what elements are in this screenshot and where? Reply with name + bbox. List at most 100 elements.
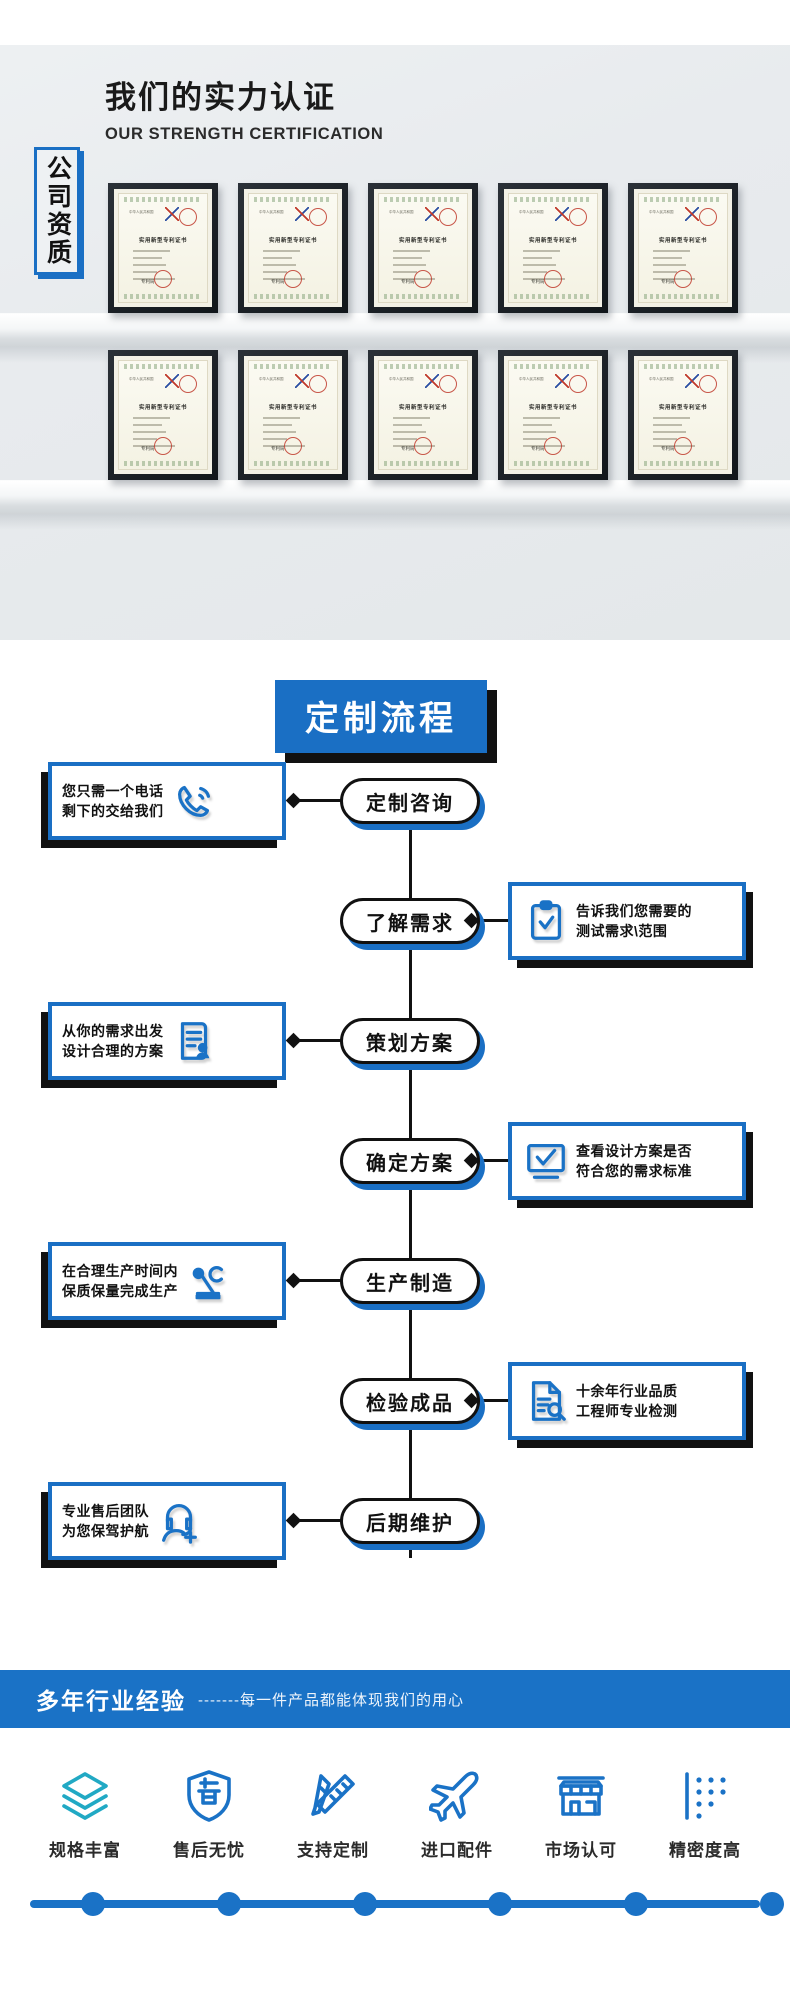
certificate-heading: 中华人民共和国 (389, 210, 414, 214)
flow-callout-4: 查看设计方案是否 符合您的需求标准 (508, 1122, 746, 1200)
certificate-seal-icon (284, 270, 302, 288)
feature-label: 进口配件 (421, 1841, 493, 1860)
certificate-stamp-icon (699, 375, 717, 393)
certificate-stamp-icon (179, 375, 197, 393)
flow-node-3[interactable]: 策划方案 (340, 1018, 480, 1064)
flow-node-label: 了解需求 (366, 912, 454, 935)
flow-section: 定制流程 定制咨询 您只需一个电话 剩下的交给我们 了解需求 告诉我们您需要的 测… (0, 640, 790, 1670)
certificate-heading: 中华人民共和国 (129, 210, 154, 214)
page-title: 我们的实力认证 (105, 80, 336, 115)
certificate-mat: 中华人民共和国 实用新型专利证书 专利局 (374, 189, 472, 307)
certificate-border-top (124, 197, 202, 202)
certificate-frame: 中华人民共和国 实用新型专利证书 专利局 (628, 183, 738, 313)
flow-node-2[interactable]: 了解需求 (340, 898, 480, 944)
monitor-check-icon (522, 1137, 570, 1185)
flow-callout-5: 在合理生产时间内 保质保量完成生产 (48, 1242, 286, 1320)
certificate-document: 中华人民共和国 实用新型专利证书 专利局 (248, 360, 338, 470)
certificate-document: 中华人民共和国 实用新型专利证书 专利局 (508, 360, 598, 470)
certificate-border-bottom (644, 461, 722, 466)
certificate-heading: 中华人民共和国 (649, 377, 674, 381)
rail-dot-4 (488, 1892, 513, 1916)
certificate-mat: 中华人民共和国 实用新型专利证书 专利局 (504, 189, 602, 307)
certification-heading: 我们的实力认证 OUR STRENGTH CERTIFICATION (105, 72, 383, 144)
certificate-border-bottom (514, 461, 592, 466)
patent-logo-icon (165, 374, 179, 388)
certificate-stamp-icon (569, 208, 587, 226)
certificate-name: 实用新型专利证书 (268, 238, 317, 244)
flow-connector-4 (478, 1159, 510, 1162)
flow-node-1[interactable]: 定制咨询 (340, 778, 480, 824)
flow-connector-diamond-3 (285, 1032, 302, 1049)
patent-logo-icon (555, 207, 569, 221)
shelf-shadow-bottom (0, 514, 790, 530)
feature-item-3[interactable]: 支持定制 (274, 1762, 392, 1861)
certificate-signature: 专利局 (141, 279, 155, 284)
flow-node-label: 生产制造 (366, 1272, 454, 1295)
feature-item-4[interactable]: 进口配件 (398, 1762, 516, 1861)
flow-title: 定制流程 (275, 680, 487, 753)
certificate-document: 中华人民共和国 实用新型专利证书 专利局 (248, 193, 338, 303)
feature-item-5[interactable]: 市场认可 (522, 1762, 640, 1861)
certificate-border-bottom (254, 294, 332, 299)
certificate-mat: 中华人民共和国 实用新型专利证书 专利局 (374, 356, 472, 474)
certificate-row-top: 中华人民共和国 实用新型专利证书 专利局 中华人民共和国 实用新型专利证书 专利… (0, 183, 790, 313)
certificate-signature: 专利局 (531, 446, 545, 451)
flow-node-6[interactable]: 检验成品 (340, 1378, 480, 1424)
certificate-frame: 中华人民共和国 实用新型专利证书 专利局 (498, 183, 608, 313)
flow-callout-2: 告诉我们您需要的 测试需求\范围 (508, 882, 746, 960)
robot-arm-icon (184, 1257, 232, 1305)
feature-item-1[interactable]: 规格丰富 (26, 1762, 144, 1861)
precision-dots-icon (677, 1762, 733, 1824)
patent-logo-icon (555, 374, 569, 388)
flow-callout-3: 从你的需求出发 设计合理的方案 (48, 1002, 286, 1080)
flow-connector-1 (290, 799, 342, 802)
certificate-border-top (644, 197, 722, 202)
flow-node-label: 检验成品 (366, 1392, 454, 1415)
flow-callout-text: 在合理生产时间内 保质保量完成生产 (62, 1262, 178, 1299)
shield-sale-icon (181, 1762, 237, 1824)
certificate-stamp-icon (699, 208, 717, 226)
feature-item-2[interactable]: 售后无忧 (150, 1762, 268, 1861)
rail-line (30, 1900, 760, 1908)
certificate-frame: 中华人民共和国 实用新型专利证书 专利局 (108, 183, 218, 313)
rail-dot-5 (624, 1892, 649, 1916)
flow-callout-text: 专业售后团队 为您保驾护航 (62, 1502, 149, 1539)
airplane-icon (429, 1762, 485, 1824)
certificate-frame: 中华人民共和国 实用新型专利证书 专利局 (498, 350, 608, 480)
feature-label: 售后无忧 (173, 1841, 245, 1860)
certificate-frame: 中华人民共和国 实用新型专利证书 专利局 (238, 183, 348, 313)
page-subtitle: OUR STRENGTH CERTIFICATION (105, 125, 384, 143)
layers-icon (57, 1762, 113, 1824)
certificate-signature: 专利局 (661, 446, 675, 451)
certificate-seal-icon (284, 437, 302, 455)
certificate-signature: 专利局 (401, 279, 415, 284)
flow-node-4[interactable]: 确定方案 (340, 1138, 480, 1184)
certificate-document: 中华人民共和国 实用新型专利证书 专利局 (378, 360, 468, 470)
flow-connector-6 (478, 1399, 510, 1402)
certificate-border-bottom (384, 461, 462, 466)
flow-node-5[interactable]: 生产制造 (340, 1258, 480, 1304)
certificate-border-bottom (384, 294, 462, 299)
certificate-border-bottom (644, 294, 722, 299)
flow-connector-diamond-7 (285, 1512, 302, 1529)
clipboard-check-icon (522, 897, 570, 945)
certificate-frame: 中华人民共和国 实用新型专利证书 专利局 (368, 183, 478, 313)
store-icon (553, 1762, 609, 1824)
certificate-mat: 中华人民共和国 实用新型专利证书 专利局 (114, 356, 212, 474)
flow-connector-3 (290, 1039, 342, 1042)
vertical-badge-label: 公司资质 (43, 155, 72, 267)
flow-callout-text: 告诉我们您需要的 测试需求\范围 (576, 902, 692, 939)
certificate-mat: 中华人民共和国 实用新型专利证书 专利局 (504, 356, 602, 474)
flow-callout-1: 您只需一个电话 剩下的交给我们 (48, 762, 286, 840)
certificate-stamp-icon (439, 375, 457, 393)
certificate-seal-icon (154, 270, 172, 288)
patent-logo-icon (685, 207, 699, 221)
flow-node-7[interactable]: 后期维护 (340, 1498, 480, 1544)
certificate-document: 中华人民共和国 实用新型专利证书 专利局 (508, 193, 598, 303)
flow-node-label: 确定方案 (366, 1152, 454, 1175)
feature-item-6[interactable]: 精密度高 (646, 1762, 764, 1861)
certificate-document: 中华人民共和国 实用新型专利证书 专利局 (118, 193, 208, 303)
flow-callout-text: 从你的需求出发 设计合理的方案 (62, 1022, 164, 1059)
certificate-signature: 专利局 (661, 279, 675, 284)
banner-sub-text: -------每一件产品都能体现我们的用心 (198, 1691, 464, 1709)
